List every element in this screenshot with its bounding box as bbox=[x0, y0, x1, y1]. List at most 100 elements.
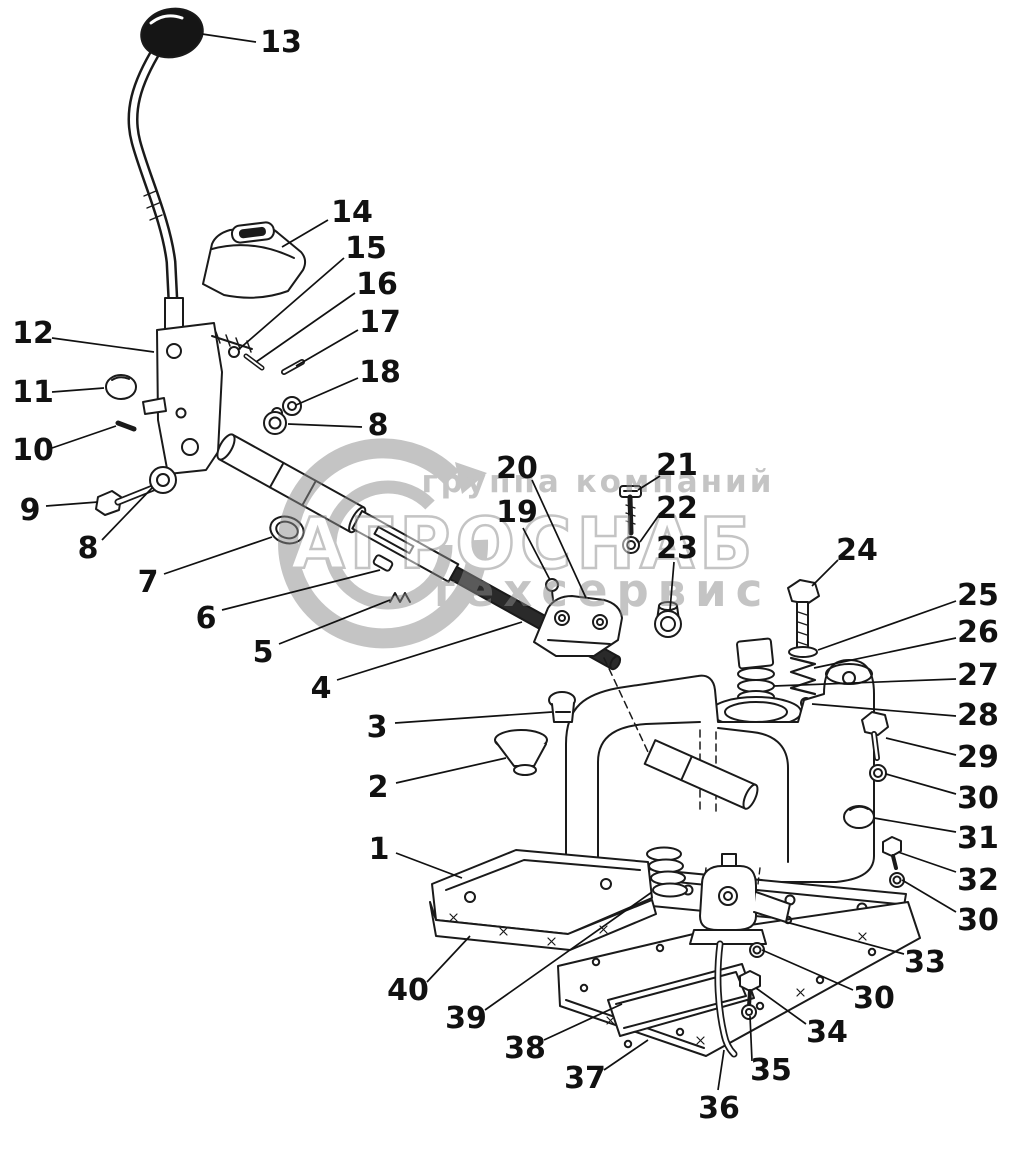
part-number-1: 1 bbox=[369, 832, 390, 867]
part-number-32: 32 bbox=[957, 863, 999, 898]
part-number-37: 37 bbox=[564, 1061, 606, 1096]
part-number-5: 5 bbox=[253, 635, 274, 670]
part-number-30b: 30 bbox=[957, 903, 999, 938]
spring-washer-22 bbox=[622, 536, 640, 554]
part-number-25: 25 bbox=[957, 578, 999, 613]
part-number-38: 38 bbox=[504, 1031, 546, 1066]
leader-line-15 bbox=[237, 257, 345, 351]
gearbox-cover-housing bbox=[565, 657, 875, 883]
watermark-company-group: группа компаний bbox=[421, 464, 774, 500]
part-number-22: 22 bbox=[656, 491, 698, 526]
rod-36 bbox=[714, 940, 738, 1058]
detent-plunger-27 bbox=[736, 637, 775, 704]
screw-21 bbox=[619, 485, 642, 536]
leader-line-30c bbox=[761, 949, 854, 991]
leader-line-6 bbox=[221, 569, 381, 611]
leader-line-27 bbox=[773, 678, 957, 687]
screw-15 bbox=[228, 346, 240, 358]
part-number-18: 18 bbox=[359, 355, 401, 390]
part-number-26: 26 bbox=[957, 615, 999, 650]
leader-line-13 bbox=[201, 33, 257, 43]
washer-30-mid bbox=[889, 872, 905, 888]
leader-line-32 bbox=[897, 851, 957, 873]
pedestal-33 bbox=[689, 853, 791, 945]
part-number-11: 11 bbox=[12, 375, 54, 410]
washer-18 bbox=[271, 396, 302, 419]
part-number-8b: 8 bbox=[368, 408, 389, 443]
leader-line-2 bbox=[395, 757, 507, 784]
part-number-28: 28 bbox=[957, 698, 999, 733]
part-number-2: 2 bbox=[368, 770, 389, 805]
leader-line-11 bbox=[51, 387, 105, 393]
part-number-27: 27 bbox=[957, 658, 999, 693]
leader-line-8a bbox=[101, 487, 153, 541]
watermark: группа компаний АГРОСНАБ техсервис bbox=[278, 438, 774, 649]
leader-line-29 bbox=[885, 737, 957, 756]
part-number-24: 24 bbox=[836, 533, 878, 568]
cap-31 bbox=[843, 805, 875, 829]
part-number-21: 21 bbox=[656, 448, 698, 483]
leader-line-19 bbox=[522, 527, 551, 581]
part-number-16: 16 bbox=[356, 267, 398, 302]
leader-line-37 bbox=[603, 1039, 649, 1071]
leader-line-34 bbox=[755, 987, 807, 1025]
part-number-15: 15 bbox=[345, 231, 387, 266]
watermark-brand: АГРОСНАБ bbox=[290, 503, 757, 585]
part-number-34: 34 bbox=[806, 1015, 848, 1050]
leader-line-17 bbox=[295, 329, 359, 367]
leader-line-16 bbox=[255, 292, 356, 363]
leader-line-4 bbox=[336, 621, 523, 681]
leader-line-7 bbox=[163, 536, 273, 575]
part-number-31: 31 bbox=[957, 821, 999, 856]
leader-line-1 bbox=[395, 852, 463, 879]
leader-line-39 bbox=[484, 891, 653, 1011]
leader-line-10 bbox=[51, 425, 117, 449]
part-number-36: 36 bbox=[698, 1091, 740, 1126]
leader-line-3 bbox=[394, 711, 553, 724]
watermark-service: техсервис bbox=[429, 564, 772, 617]
part-number-4: 4 bbox=[311, 671, 332, 706]
bolt-19 bbox=[545, 578, 559, 601]
leader-line-21 bbox=[637, 475, 661, 491]
leader-line-36 bbox=[717, 1049, 725, 1091]
leader-line-26 bbox=[813, 637, 957, 669]
washer-30-upper bbox=[869, 764, 887, 782]
cap-11 bbox=[105, 374, 137, 400]
part-number-23: 23 bbox=[656, 531, 698, 566]
part-number-19: 19 bbox=[496, 495, 538, 530]
leader-line-30a bbox=[885, 773, 957, 795]
part-number-29: 29 bbox=[957, 740, 999, 775]
part-number-8a: 8 bbox=[78, 531, 99, 566]
leader-line-18 bbox=[295, 377, 359, 406]
boot-cover bbox=[202, 221, 307, 299]
nut-8 bbox=[263, 411, 287, 435]
bolt-29 bbox=[861, 711, 889, 761]
part-number-10: 10 bbox=[12, 433, 54, 468]
washer-25 bbox=[788, 646, 818, 658]
spring-39 bbox=[646, 846, 688, 898]
leader-line-25 bbox=[817, 600, 957, 651]
part-number-3: 3 bbox=[367, 710, 388, 745]
leader-line-14 bbox=[281, 219, 329, 248]
part-number-33: 33 bbox=[904, 945, 946, 980]
part-number-40: 40 bbox=[387, 973, 429, 1008]
bolt-34 bbox=[739, 970, 761, 1008]
detent-spring bbox=[215, 331, 252, 353]
part-number-39: 39 bbox=[445, 1001, 487, 1036]
pin-10 bbox=[115, 420, 137, 432]
breather-3 bbox=[548, 691, 576, 723]
part-number-6: 6 bbox=[196, 601, 217, 636]
detent-block-6 bbox=[372, 554, 394, 572]
leader-line-22 bbox=[639, 514, 660, 543]
bolt-24 bbox=[787, 579, 820, 649]
part-number-12: 12 bbox=[12, 316, 54, 351]
part-number-30a: 30 bbox=[957, 781, 999, 816]
leader-line-30b bbox=[901, 879, 957, 913]
part-number-35: 35 bbox=[750, 1053, 792, 1088]
washer-8 bbox=[149, 466, 177, 494]
leader-line-23 bbox=[669, 561, 675, 611]
shift-knob bbox=[140, 7, 204, 59]
part-number-7: 7 bbox=[138, 565, 159, 600]
